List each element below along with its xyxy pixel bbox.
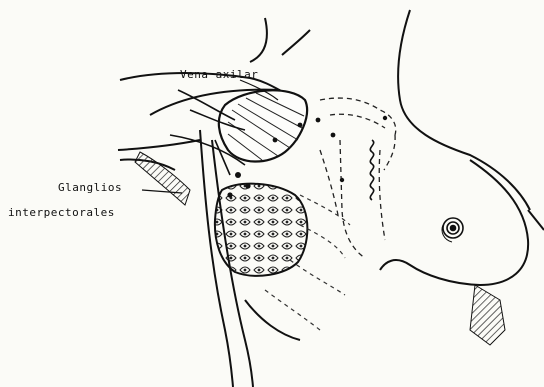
lower-hatching: [470, 285, 505, 345]
chest-wall-hatching: [135, 152, 190, 205]
nipple: [442, 218, 463, 242]
label-ganglios-line2: interpectorales: [8, 206, 115, 219]
internal-mammary-chain: [370, 140, 373, 200]
label-ganglios-line1: Glanglios: [58, 181, 122, 194]
lymph-drainage: [320, 98, 396, 258]
label-vena-axilar: Vena axilar: [180, 68, 258, 81]
